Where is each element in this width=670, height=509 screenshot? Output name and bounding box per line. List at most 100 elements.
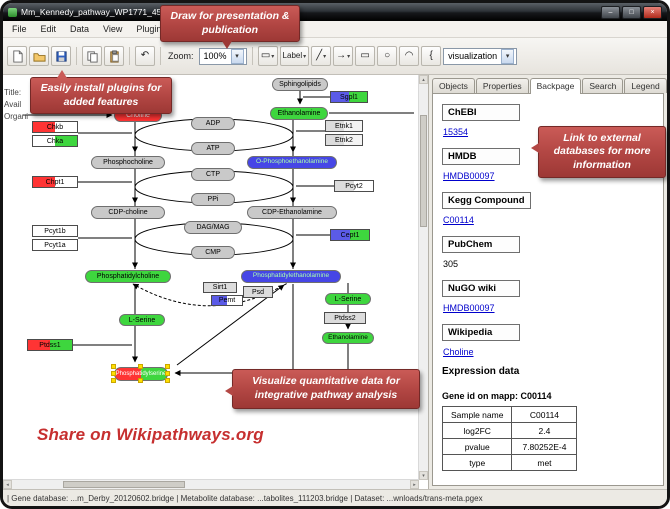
pathway-node-l-serine[interactable]: L-Serine [325,293,371,305]
tab-search[interactable]: Search [582,78,624,93]
oval-tool[interactable]: ○ [377,46,398,66]
pathway-node-cept1[interactable]: Cept1 [330,229,370,241]
brace-tool[interactable]: { [421,46,442,66]
database-header: ChEBI [442,104,520,121]
scroll-left-button[interactable]: ◂ [3,480,12,489]
pathway-node-pemt[interactable]: Pemt [211,295,243,306]
close-button[interactable]: × [643,5,662,19]
menu-file[interactable]: File [12,24,27,34]
pathway-node-chkb[interactable]: Chkb [32,121,78,133]
maximize-button[interactable]: □ [622,5,641,19]
pathway-node-atp[interactable]: ATP [191,142,235,155]
pathway-node-cdp-ethanolamine[interactable]: CDP-Ethanolamine [247,206,337,219]
selection-handle[interactable] [138,378,143,383]
selection-handle[interactable] [138,364,143,369]
new-file-button[interactable] [7,46,27,66]
datanode-tool[interactable]: ▭▾ [257,46,278,66]
pathway-node-ethanolamine[interactable]: Ethanolamine [270,107,328,120]
scroll-right-button[interactable]: ▸ [410,480,419,489]
selection-handle[interactable] [165,371,170,376]
horizontal-scrollbar[interactable]: ◂ ▸ [3,479,419,489]
paste-icon [109,49,119,63]
line-tool[interactable]: ╱▾ [311,46,332,66]
scroll-down-button[interactable]: ▾ [419,471,428,480]
pathway-node-dag-mag[interactable]: DAG/MAG [184,221,242,234]
pathway-node-psd[interactable]: Psd [243,286,273,298]
pathway-node-ppi[interactable]: PPi [191,193,235,206]
vertical-scrollbar[interactable]: ▴ ▾ [418,75,428,480]
database-link[interactable]: HMDB00097 [443,303,495,313]
menu-data[interactable]: Data [70,24,90,34]
pathway-node-pcyt2[interactable]: Pcyt2 [334,180,374,192]
database-header: NuGO wiki [442,280,520,297]
menu-edit[interactable]: Edit [40,24,57,34]
dropdown-caret-icon[interactable]: ▾ [501,48,515,64]
callout-plugins: Easily install plugins for added feature… [30,69,172,115]
label-tool[interactable]: Label▾ [279,46,310,66]
oval-tool-icon: ○ [384,50,391,61]
pathway-node-pcyt1b[interactable]: Pcyt1b [32,225,78,237]
tab-legend[interactable]: Legend [624,78,667,93]
pathway-node-ptdss1[interactable]: Ptdss1 [27,339,73,351]
pathway-node-ctp[interactable]: CTP [191,168,235,181]
database-link[interactable]: 15354 [443,127,469,137]
pathway-node-chka[interactable]: Chka [32,135,78,147]
drawing-tools: ▭▾Label▾╱▾→▾▭○◠{ [257,46,442,66]
copy-button[interactable] [82,46,102,66]
pathway-node-phosphatidylcholine[interactable]: Phosphatidylcholine [85,270,171,283]
pathway-node-phosphocholine[interactable]: Phosphocholine [91,156,165,169]
pathway-node-etnk2[interactable]: Etnk2 [325,134,363,146]
minimize-button[interactable]: – [601,5,620,19]
rectangle-tool[interactable]: ▭ [355,46,376,66]
dropdown-caret-icon: ▾ [271,53,275,60]
paste-button[interactable] [104,46,124,66]
database-link[interactable]: HMDB00097 [443,171,495,181]
save-button[interactable] [51,46,71,66]
scroll-up-button[interactable]: ▴ [419,75,428,84]
selection-handle[interactable] [111,371,116,376]
pathway-node-sgpl1[interactable]: Sgpl1 [330,91,368,103]
vertical-scroll-thumb[interactable] [420,115,427,227]
arrow-tool[interactable]: →▾ [333,46,354,66]
arc-tool[interactable]: ◠ [399,46,420,66]
pathway-node-ethanolamine[interactable]: Ethanolamine [322,332,374,344]
undo-button[interactable]: ↶ [135,46,155,66]
selection-handle[interactable] [111,364,116,369]
database-link[interactable]: C00114 [443,215,474,225]
expression-cell: type [441,454,513,471]
pathway-node-cdp-choline[interactable]: CDP-choline [91,206,165,219]
dropdown-caret-icon: ▾ [323,53,327,60]
pathway-node-chpt1[interactable]: Chpt1 [32,176,78,188]
tab-properties[interactable]: Properties [475,78,529,93]
copy-icon [86,50,98,63]
pathway-node-phosphatidylethanolamine[interactable]: Phosphatidylethanolamine [241,270,341,283]
tab-backpage[interactable]: Backpage [529,78,582,94]
pathway-node-cmp[interactable]: CMP [191,246,235,259]
database-link[interactable]: Choline [443,347,474,357]
horizontal-scroll-thumb[interactable] [63,481,185,488]
pathway-node-etnk1[interactable]: Etnk1 [325,120,363,132]
selection-handle[interactable] [165,378,170,383]
tab-objects[interactable]: Objects [432,78,475,93]
dropdown-caret-icon[interactable]: ▾ [230,48,244,64]
menu-view[interactable]: View [103,24,123,34]
pathway-node-adp[interactable]: ADP [191,117,235,130]
app-icon [8,7,17,17]
pathway-node-o-phosphoethanolamine[interactable]: O-Phosphoethanolamine [247,156,337,169]
visualization-combobox[interactable]: visualization ▾ [443,47,518,65]
selection-handle[interactable] [111,378,116,383]
pathway-node-ptdss2[interactable]: Ptdss2 [324,312,366,324]
open-file-button[interactable] [29,46,49,66]
datanode-tool-icon: ▭ [260,50,271,61]
pathway-node-sirt1[interactable]: Sirt1 [203,282,237,293]
expression-cell: 2.4 [511,422,578,439]
menu-plugins[interactable]: Plugins [136,24,166,34]
pathway-node-l-serine[interactable]: L-Serine [119,314,165,326]
selection-handle[interactable] [165,364,170,369]
pathway-node-pcyt1a[interactable]: Pcyt1a [32,239,78,251]
pathway-node-sphingolipids[interactable]: Sphingolipids [272,78,328,91]
zoom-combobox[interactable]: 100% ▾ [198,47,247,65]
